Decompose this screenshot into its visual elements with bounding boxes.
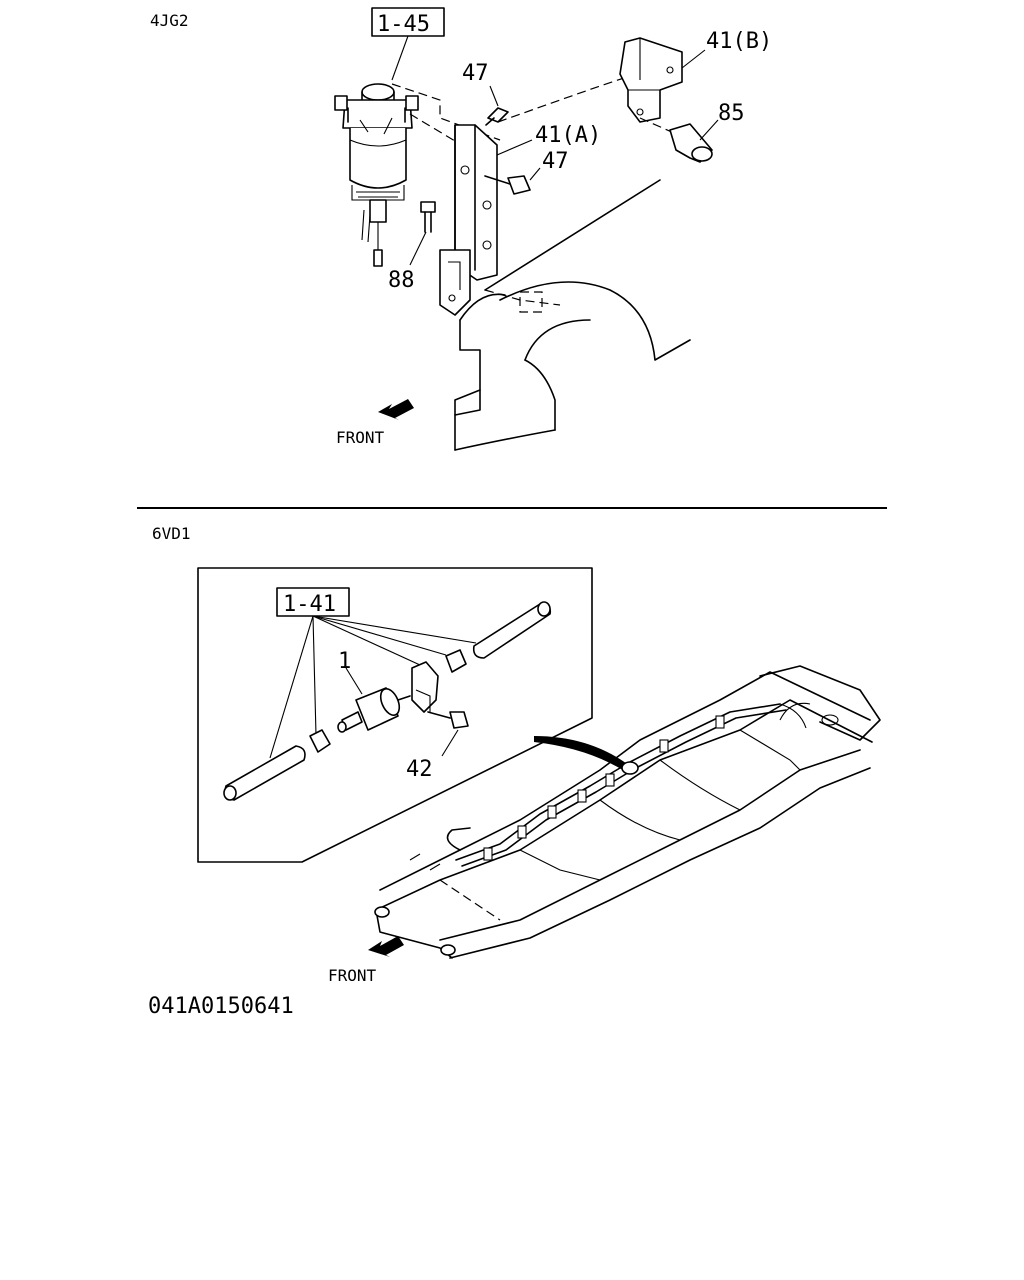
detail-inset-frame [197,567,593,863]
section-6vd1: 6VD1 1-41 42 [152,524,881,985]
bracket-41a [439,124,498,316]
figure-code: 041A0150641 [148,994,294,1019]
front-label-top: FRONT [336,428,385,447]
front-label-bottom: FRONT [328,966,377,985]
engine-code-4jg2: 4JG2 [150,11,189,30]
filter-bracket-6vd1 [411,661,439,713]
callout-leaders [269,615,477,759]
callout-bolt-long: 88 [388,268,415,293]
front-arrow-top [378,399,414,420]
location-arrow [534,736,630,772]
bolt-47-upper [485,107,509,126]
vehicle-chassis-outline [374,665,881,959]
section-4jg2: 4JG2 1-45 [150,7,772,451]
bolt-42 [427,711,469,729]
fuel-hose-lower [223,745,306,801]
hose-clamp-lower [309,729,331,753]
fuel-hose-upper [472,601,552,659]
callout-bracket-41b: 41(B) [706,29,772,54]
fuel-filter-6vd1 [337,687,411,733]
bolt-88 [420,201,436,233]
callout-bracket-41a: 41(A) [535,123,601,148]
callout-bolt-lower: 47 [542,149,569,174]
callout-bolt-6vd1: 42 [406,757,433,782]
clip-85 [669,123,713,163]
bolt-47-lower [484,175,531,195]
callout-filter-assembly-6vd1: 1-41 [283,592,336,617]
callout-bolt-upper: 47 [462,61,489,86]
vehicle-fender-outline [454,179,691,451]
fuel-filter-top [334,83,419,267]
front-arrow-bottom [368,936,404,957]
callout-filter-6vd1: 1 [338,649,351,674]
hose-clamp-upper [445,649,467,673]
bracket-41b [619,37,683,123]
callout-clip: 85 [718,101,745,126]
engine-code-6vd1: 6VD1 [152,524,191,543]
callout-filter-assembly: 1-45 [377,12,430,37]
